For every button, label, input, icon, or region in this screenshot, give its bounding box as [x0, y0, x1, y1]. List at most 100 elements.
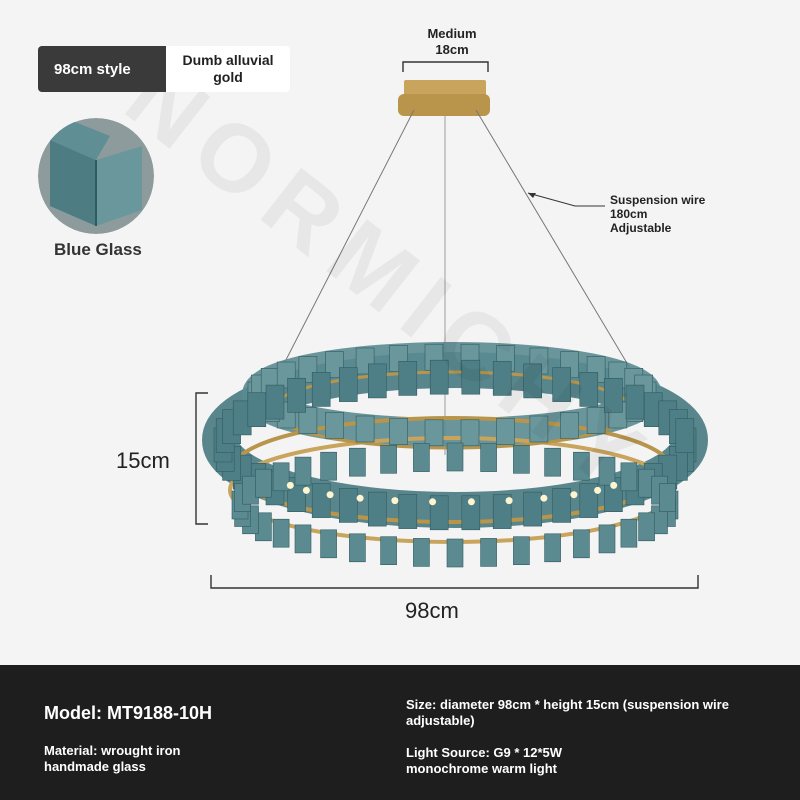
bulb: [356, 494, 364, 502]
glass-fin: [552, 367, 572, 402]
canopy-base: [398, 94, 490, 116]
glass-fin: [413, 443, 430, 472]
width-dimension-bracket: [210, 575, 699, 589]
suspension-wire: [475, 109, 641, 386]
canopy-size-text: Medium 18cm: [427, 26, 477, 57]
material-spec: Material: wrought iron handmade glass: [44, 743, 181, 774]
glass-fin: [598, 456, 616, 486]
glass-fin: [325, 411, 344, 439]
option-selector[interactable]: 98cm style Dumb alluvial gold: [38, 46, 290, 92]
light-source-spec: Light Source: G9 * 12*5W monochrome warm…: [406, 745, 563, 776]
finish-option[interactable]: Dumb alluvial gold: [166, 46, 290, 92]
glass-fin: [255, 468, 272, 498]
glass-fin: [523, 363, 543, 399]
bulb: [570, 491, 578, 499]
glass-fin: [398, 361, 418, 396]
glass-fin: [272, 518, 290, 548]
bulb: [391, 497, 399, 505]
glass-fin: [446, 442, 464, 472]
bulb: [610, 481, 618, 489]
diameter-dimension-label: 98cm: [405, 598, 459, 623]
glass-fin: [573, 451, 590, 481]
swatch-label: Blue Glass: [54, 240, 142, 259]
glass-fin: [424, 419, 444, 447]
arrow-head: [528, 193, 536, 198]
glass-fin: [544, 447, 561, 477]
glass-fin: [367, 363, 387, 399]
bulb: [429, 498, 437, 506]
style-option[interactable]: 98cm style: [38, 46, 166, 92]
glass-fin: [272, 462, 290, 492]
glass-fin: [579, 372, 599, 407]
height-dimension-label: 15cm: [116, 448, 170, 473]
glass-fin: [247, 392, 267, 428]
size-spec: Size: diameter 98cm * height 15cm (suspe…: [406, 697, 729, 728]
glass-fin: [480, 443, 497, 472]
glass-fin: [298, 407, 318, 434]
glass-fin: [620, 518, 638, 548]
glass-fin: [355, 415, 375, 443]
glass-fin: [523, 491, 543, 527]
glass-fin: [579, 483, 599, 518]
glass-fin: [287, 377, 306, 413]
glass-fin: [380, 536, 397, 566]
glass-fin: [294, 524, 312, 554]
canopy-dimension-label: Medium 18cm: [404, 26, 500, 58]
glass-fin: [675, 418, 695, 454]
glass-fins: [213, 343, 697, 568]
glass-fin: [413, 538, 430, 567]
glass-fin: [573, 529, 590, 559]
bulb: [540, 494, 548, 502]
glass-fin: [638, 512, 655, 542]
glass-fin: [529, 415, 549, 443]
chandelier: [202, 342, 708, 568]
glass-fin: [586, 407, 606, 434]
light-bulbs: [286, 481, 618, 506]
glass-swatch-icon: [38, 118, 154, 234]
spec-panel: Model: MT9188-10H Material: wrought iron…: [0, 665, 800, 800]
glass-fin: [461, 359, 481, 395]
glass-fin: [349, 447, 366, 477]
canopy-dimension-bracket: [402, 61, 489, 72]
glass-fin: [659, 483, 676, 512]
height-dimension-bracket: [195, 392, 208, 525]
glass-fin: [367, 491, 387, 527]
glass-fin: [265, 384, 285, 420]
wire-dimension-label: Suspension wire 180cm Adjustable: [610, 193, 706, 235]
model-number: Model: MT9188-10H: [44, 703, 213, 723]
glass-fin: [552, 488, 572, 523]
glass-fin: [513, 444, 530, 474]
glass-fin: [625, 384, 645, 420]
glass-fin: [460, 419, 480, 447]
glass-fin: [349, 533, 366, 563]
glass-fin: [620, 462, 638, 492]
glass-fin: [338, 367, 358, 402]
glass-fin: [429, 359, 449, 395]
glass-fin: [398, 494, 418, 529]
glass-fin: [544, 533, 561, 563]
glass-fin: [604, 377, 623, 413]
glass-fin: [389, 418, 408, 445]
glass-fin: [496, 418, 515, 445]
glass-fin: [311, 483, 331, 518]
bulb: [302, 486, 310, 494]
suspension-wire: [267, 109, 415, 396]
glass-fin: [480, 538, 497, 567]
glass-fin: [513, 536, 530, 566]
glass-fin: [320, 451, 337, 481]
canopy-plate: [404, 80, 486, 96]
bulb: [286, 481, 294, 489]
wire-annotation-arrow: [527, 192, 605, 207]
glass-fin: [294, 456, 312, 486]
glass-fin: [380, 444, 397, 474]
glass-fin: [320, 529, 337, 559]
glass-fin: [492, 361, 512, 396]
bulb: [467, 498, 475, 506]
glass-fin: [446, 538, 464, 568]
glass-fin: [560, 411, 579, 439]
glass-fin: [311, 372, 331, 407]
glass-fin: [338, 488, 358, 523]
glass-fin: [461, 495, 481, 531]
bulb: [326, 491, 334, 499]
glass-fin: [598, 524, 616, 554]
